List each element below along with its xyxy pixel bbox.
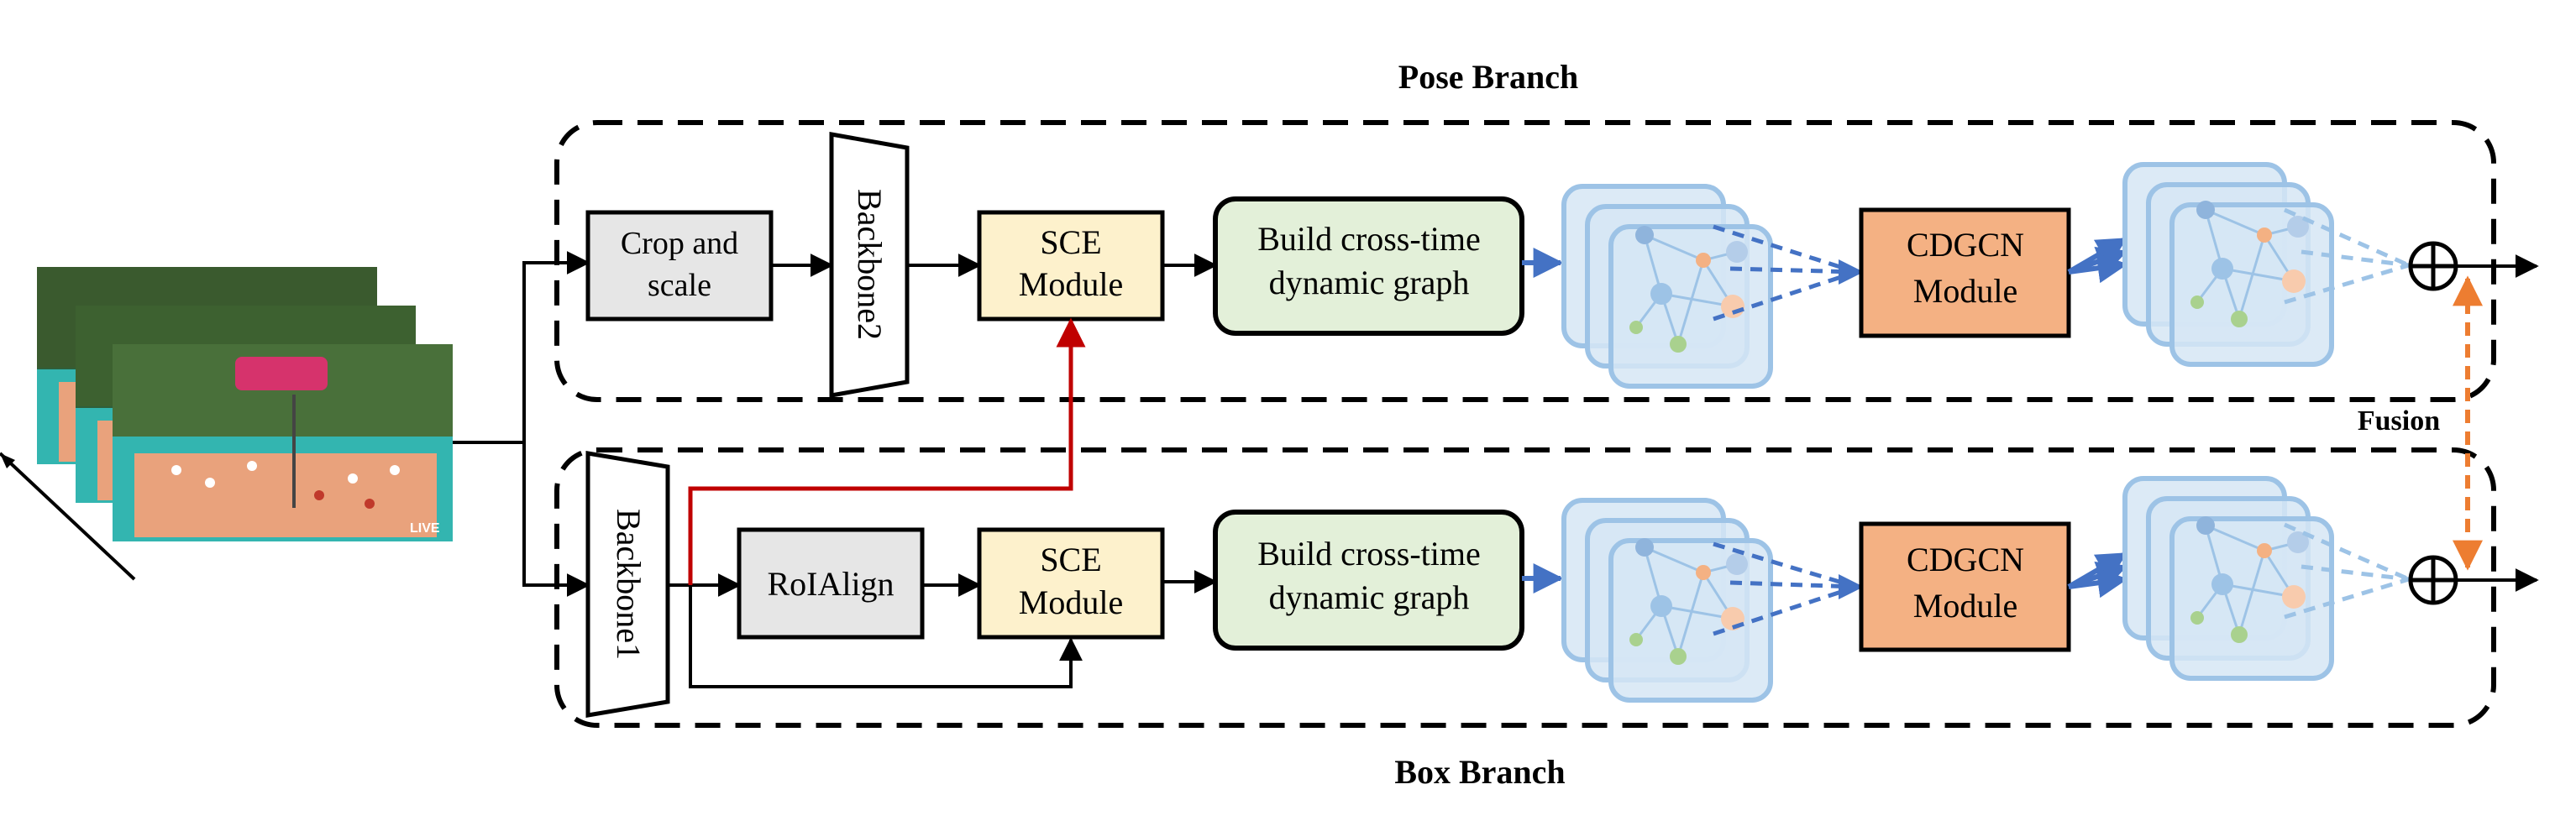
box-graph-stack-icon [1564, 500, 1771, 700]
box-sce-module-box: SCE Module [977, 527, 1165, 640]
roialign-label: RoIAlign [767, 565, 894, 603]
pose-build-graph-box: Build cross-time dynamic graph [1213, 196, 1524, 336]
backbone1-label: Backbone1 [610, 509, 648, 660]
box-cdgcn-out-arrows [2067, 552, 2128, 599]
pose-cdgcn-module-box: CDGCN Module [1859, 207, 2071, 338]
pose-build-graph-label-1: Build cross-time [1257, 220, 1481, 258]
arrow-backbone1-to-box-sce [689, 585, 1083, 688]
box-output-dashed-edges [2283, 522, 2411, 620]
pose-output-dashed-edges [2283, 207, 2411, 305]
pose-cdgcn-label-2: Module [1913, 272, 2017, 310]
box-build-graph-label-2: dynamic graph [1269, 578, 1470, 616]
live-badge-text: LIVE [410, 521, 440, 536]
box-cdgcn-module-box: CDGCN Module [1859, 521, 2071, 652]
box-branch-title: Box Branch [1394, 753, 1565, 791]
box-sce-label-1: SCE [1040, 541, 1101, 578]
box-cdgcn-label-1: CDGCN [1907, 541, 2024, 578]
crop-and-scale-label-2: scale [648, 268, 711, 303]
video-frame: LIVE [113, 344, 453, 541]
box-sce-label-2: Module [1019, 583, 1123, 621]
box-fusion-sum-icon [2408, 555, 2458, 605]
backbone2-label: Backbone2 [851, 189, 889, 340]
pose-build-graph-label-2: dynamic graph [1269, 264, 1470, 301]
video-frame-stack-icon: LIVE [0, 267, 453, 581]
box-output-graph-stack-icon [2125, 478, 2332, 678]
backbone2-block: Backbone2 [829, 132, 910, 398]
pose-dashed-edges [1713, 224, 1857, 322]
fusion-label: Fusion [2358, 405, 2440, 437]
box-cdgcn-label-2: Module [1913, 587, 2017, 625]
arrow-backbone1-to-pose-sce [688, 317, 1086, 585]
input-split-arrows [453, 251, 590, 597]
pose-output-graph-stack-icon [2125, 165, 2332, 364]
box-build-graph-box: Build cross-time dynamic graph [1213, 510, 1524, 651]
pose-fusion-sum-icon [2408, 241, 2458, 291]
pose-cdgcn-out-arrows [2067, 237, 2128, 284]
pose-sce-label-1: SCE [1040, 223, 1101, 261]
box-branch-frame [554, 447, 2496, 728]
pose-sce-label-2: Module [1019, 265, 1123, 303]
crop-and-scale-box: Crop and scale [585, 210, 774, 322]
pose-graph-stack-icon [1564, 186, 1771, 386]
box-build-graph-label-1: Build cross-time [1257, 535, 1481, 573]
pose-sce-module-box: SCE Module [977, 210, 1165, 322]
box-dashed-edges [1713, 541, 1857, 636]
roialign-box: RoIAlign [737, 527, 925, 640]
pose-cdgcn-label-1: CDGCN [1907, 226, 2024, 264]
crop-and-scale-label-1: Crop and [621, 226, 738, 261]
pose-branch-title: Pose Branch [1398, 58, 1578, 96]
backbone1-block: Backbone1 [585, 451, 670, 718]
